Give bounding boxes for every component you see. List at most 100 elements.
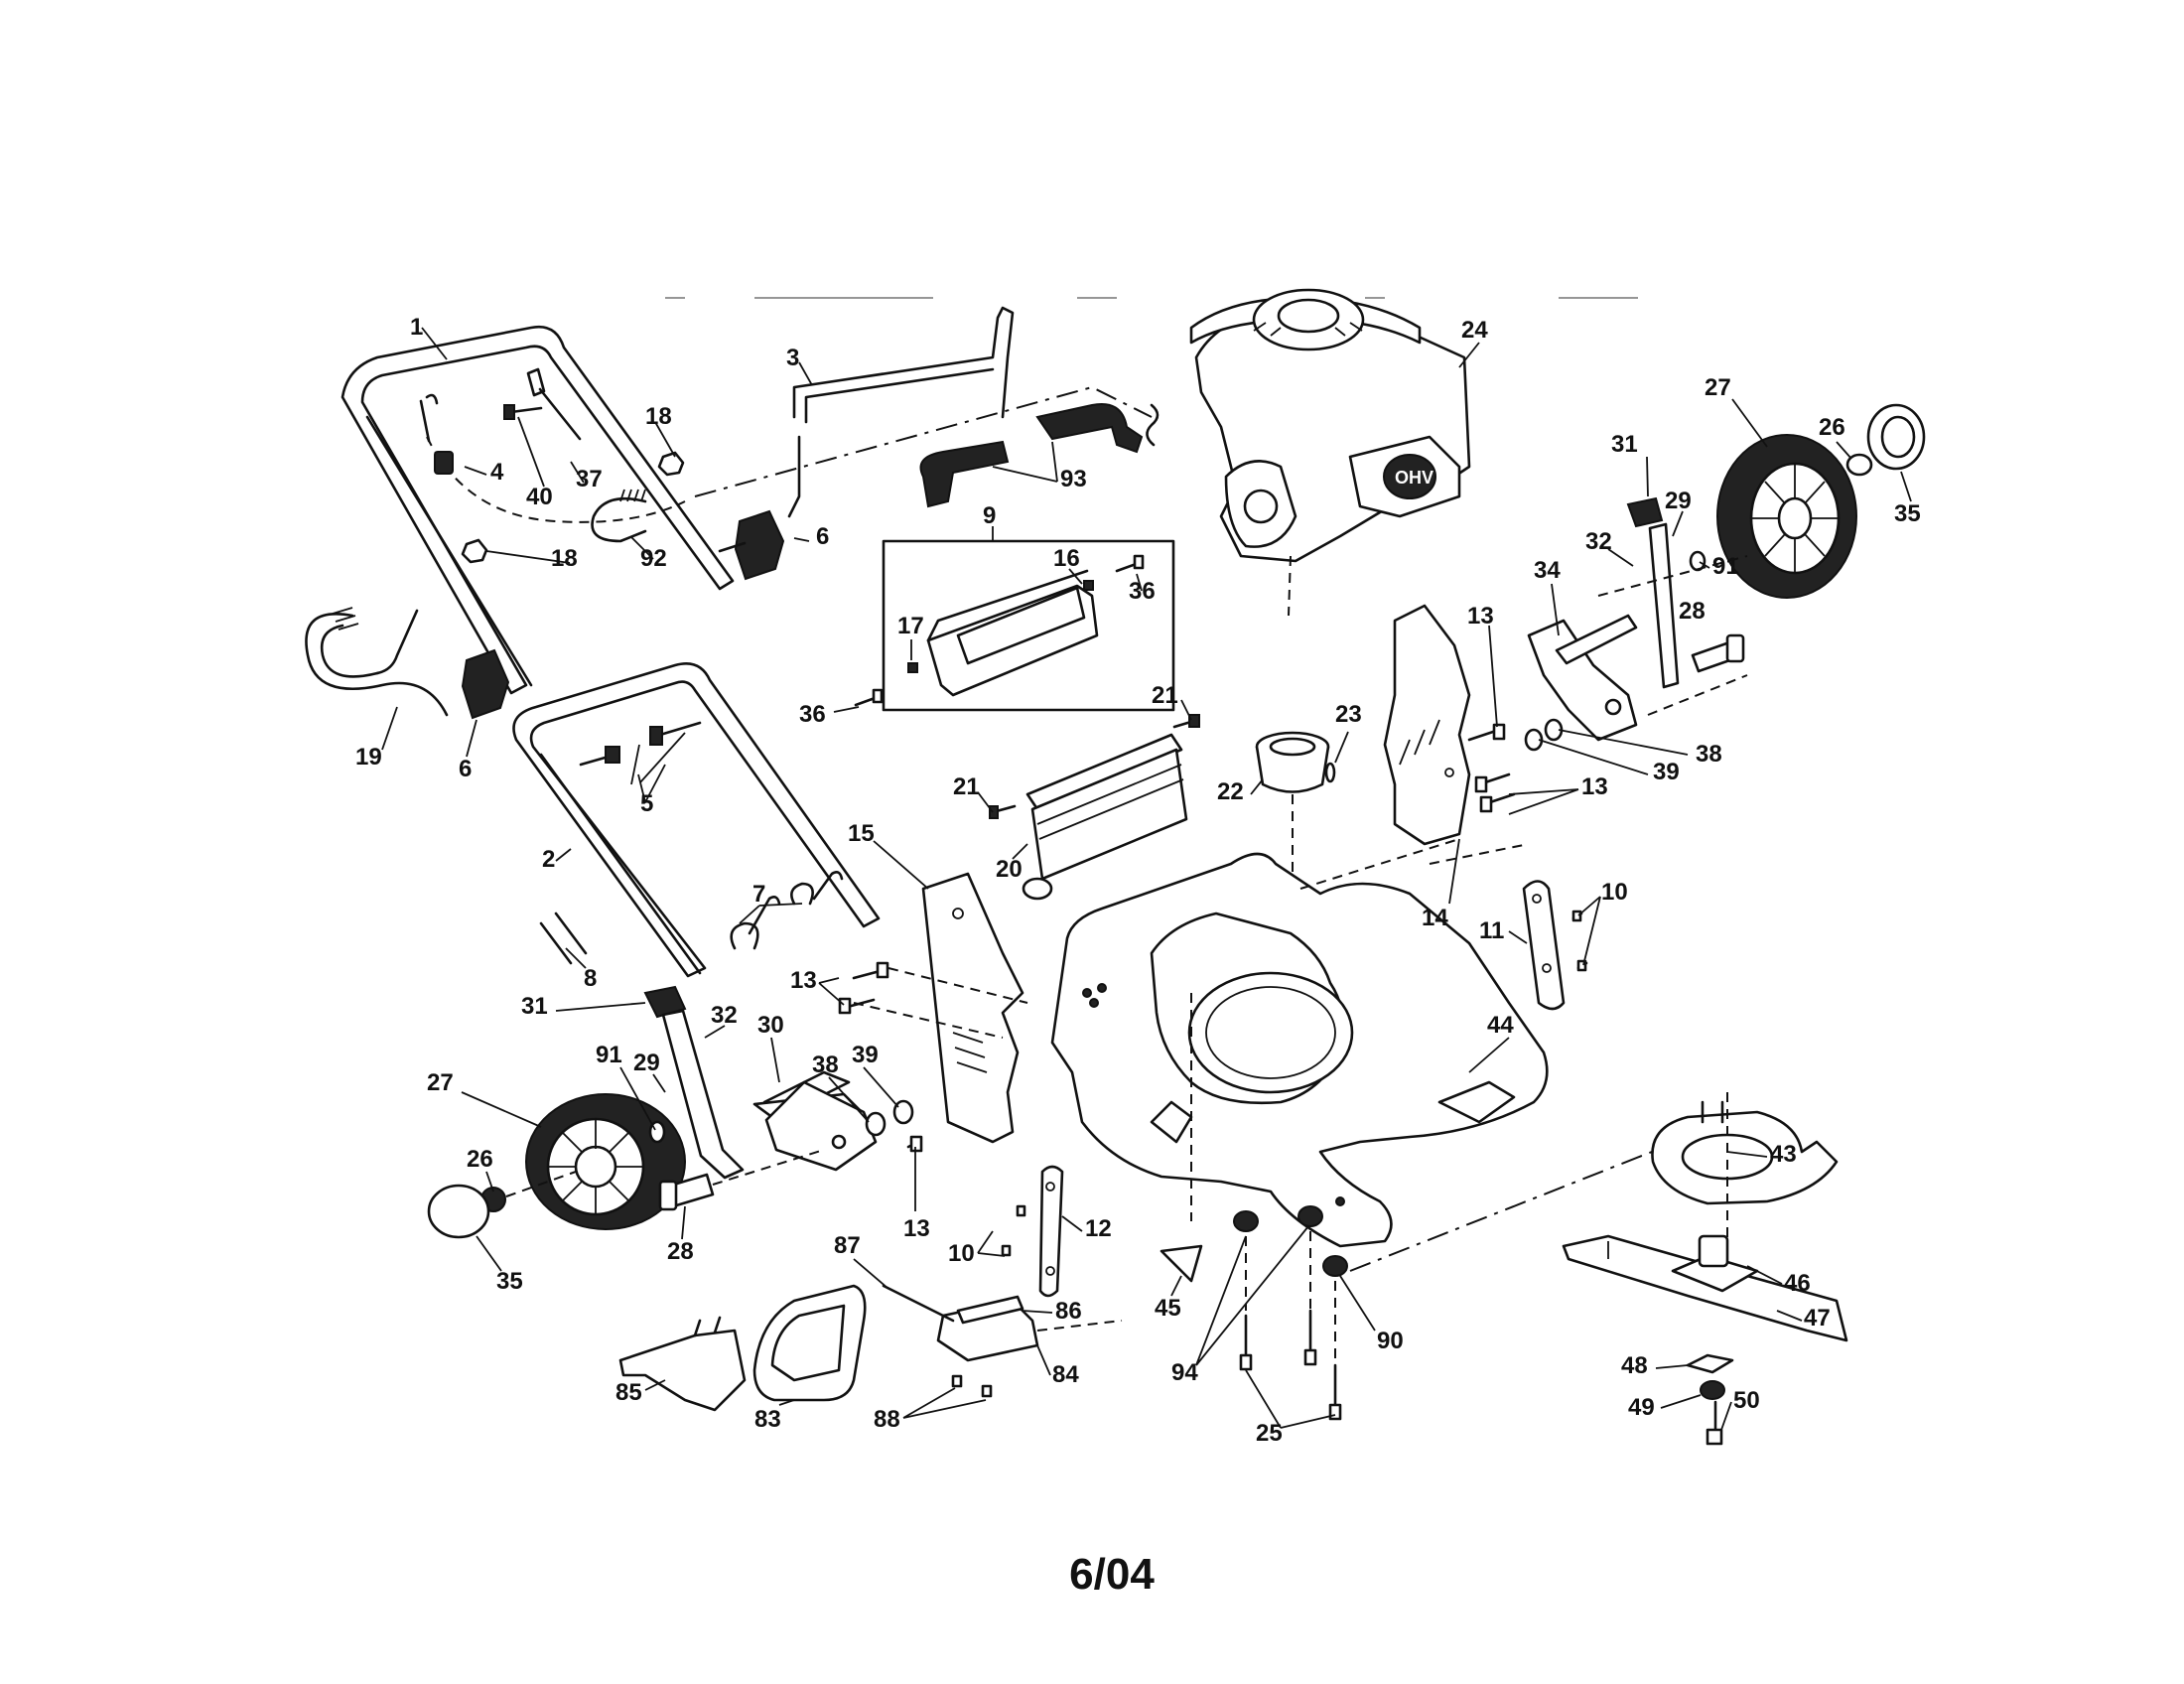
label-11: 11 — [1479, 917, 1504, 944]
label-45: 45 — [1155, 1295, 1181, 1322]
grip-93-right — [1035, 403, 1160, 454]
screws-10-right — [1571, 910, 1588, 972]
label-4: 4 — [490, 459, 504, 486]
label-28-left: 28 — [667, 1238, 694, 1265]
deck-44 — [1050, 852, 1549, 1248]
screw-21-upper — [1172, 714, 1200, 729]
label-94: 94 — [1171, 1359, 1198, 1386]
control-cable — [426, 436, 686, 523]
wheel-27-right — [1716, 434, 1857, 599]
screw-21-lower — [989, 804, 1017, 819]
key-23 — [1324, 762, 1336, 783]
label-35-right: 35 — [1894, 500, 1921, 527]
label-8: 8 — [584, 965, 597, 992]
plug-45 — [1160, 1244, 1203, 1283]
label-15: 15 — [848, 820, 875, 847]
hinge-door-20 — [1022, 733, 1188, 901]
pulley-22 — [1255, 731, 1330, 793]
screws-10-left — [1001, 1204, 1026, 1257]
kit-box-9 — [882, 539, 1175, 712]
label-86: 86 — [1055, 1298, 1082, 1325]
label-29-left: 29 — [633, 1050, 660, 1076]
label-18-top: 18 — [645, 403, 672, 430]
label-93: 93 — [1060, 466, 1087, 492]
bolt-28-left — [658, 1149, 825, 1211]
screws-88 — [951, 1374, 993, 1398]
footer-date: 6/04 — [1069, 1550, 1155, 1599]
washer-38-39-left — [865, 1099, 914, 1137]
label-87: 87 — [834, 1232, 861, 1259]
screw-17 — [907, 662, 918, 673]
label-88: 88 — [874, 1406, 900, 1433]
label-46: 46 — [1784, 1270, 1811, 1297]
label-9: 9 — [983, 502, 996, 529]
cable-guide-3 — [694, 306, 1153, 518]
bracket-11 — [1522, 880, 1566, 1011]
label-40: 40 — [526, 484, 553, 510]
label-32-right: 32 — [1585, 528, 1612, 555]
hubcap-35-right — [1866, 403, 1926, 471]
label-34: 34 — [1534, 557, 1561, 584]
label-24: 24 — [1461, 317, 1488, 344]
label-19: 19 — [355, 744, 382, 771]
label-14: 14 — [1422, 905, 1448, 931]
cable-clip-4 — [419, 393, 454, 475]
bolts-25 — [1239, 1231, 1342, 1421]
label-38-right: 38 — [1696, 741, 1722, 768]
label-22: 22 — [1217, 778, 1244, 805]
washers-94 — [1233, 1205, 1323, 1232]
bolts-5 — [579, 721, 702, 785]
engine-24: OHV — [1189, 288, 1471, 617]
knob-6-lower — [461, 648, 510, 720]
height-lever-31-32-left — [643, 985, 745, 1180]
bolt-40 — [503, 404, 543, 420]
label-43: 43 — [1770, 1141, 1797, 1168]
label-10-right: 10 — [1601, 879, 1628, 906]
left-bracket-15 — [921, 872, 1024, 1144]
label-35-left: 35 — [496, 1268, 523, 1295]
bracket-12 — [1038, 1165, 1064, 1298]
label-16: 16 — [1053, 545, 1080, 572]
label-13-c: 13 — [1467, 603, 1494, 630]
bolt-28-right — [1691, 633, 1745, 673]
screw-36-left — [854, 688, 884, 707]
label-17: 17 — [897, 613, 924, 639]
bolts-13-left — [838, 961, 1028, 1153]
control-bail — [305, 607, 449, 717]
label-13-b: 13 — [903, 1215, 930, 1242]
label-29-right: 29 — [1665, 488, 1692, 514]
bolt-50 — [1706, 1400, 1723, 1446]
label-1: 1 — [410, 314, 423, 341]
nut-18-left — [461, 538, 488, 564]
label-31-left: 31 — [521, 993, 548, 1020]
label-6-upper: 6 — [816, 523, 829, 550]
label-38-left: 38 — [812, 1052, 839, 1078]
washer-48 — [1686, 1353, 1734, 1374]
adapter-46 — [1671, 1234, 1759, 1293]
spring-92 — [591, 489, 647, 543]
blade-adapter-43 — [1651, 1100, 1839, 1205]
bracket-37 — [526, 367, 582, 441]
label-83: 83 — [754, 1406, 781, 1433]
wheel-27-left — [525, 1093, 686, 1230]
pins-8 — [539, 912, 588, 965]
label-10-left: 10 — [948, 1240, 975, 1267]
leader-lines — [381, 327, 1912, 1431]
label-32-left: 32 — [711, 1002, 738, 1029]
hubcap-35-left — [427, 1184, 490, 1239]
nut-18-top — [657, 451, 685, 477]
label-26-left: 26 — [467, 1146, 493, 1173]
engine-logo: OHV — [1395, 468, 1433, 488]
bracket-34-right — [1527, 614, 1638, 742]
label-48: 48 — [1621, 1352, 1648, 1379]
label-91-right: 91 — [1712, 553, 1739, 580]
part-labels: 1 2 3 4 5 6 6 7 8 9 10 10 11 12 13 13 13… — [355, 314, 1921, 1447]
deflector-85 — [618, 1316, 747, 1412]
label-12: 12 — [1085, 1215, 1112, 1242]
axis-right-wheel — [1597, 555, 1748, 716]
label-13-d: 13 — [1581, 773, 1608, 800]
height-lever-31-32-right — [1626, 496, 1680, 689]
label-49: 49 — [1628, 1394, 1655, 1421]
rear-door-83 — [752, 1284, 867, 1402]
label-91-left: 91 — [596, 1042, 622, 1068]
